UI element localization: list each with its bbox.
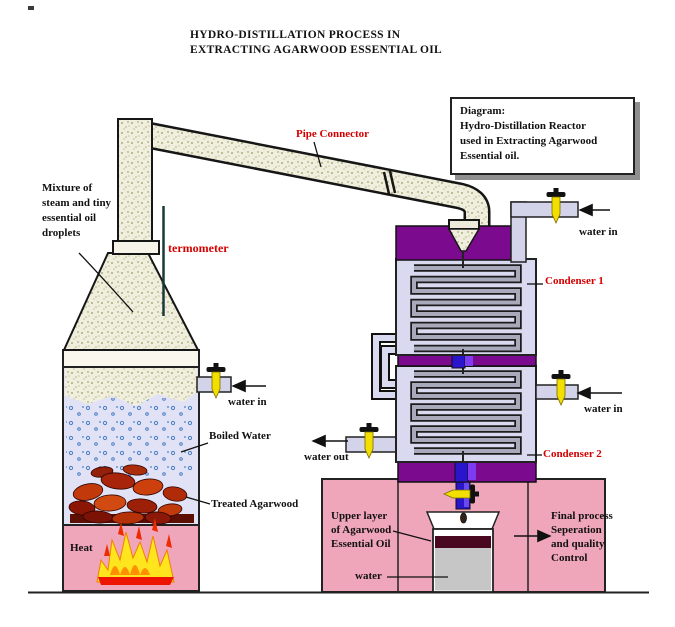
steam-cloud xyxy=(65,367,197,406)
flames-icon xyxy=(96,518,175,585)
label-final-process: Final process Seperation and quality Con… xyxy=(551,510,613,564)
label-mixture: Mixture of steam and tiny essential oil … xyxy=(42,182,112,239)
label-pipe-connector: Pipe Connector xyxy=(296,128,370,140)
pointer-lines xyxy=(78,141,543,578)
label-thermometer: termometer xyxy=(168,241,229,255)
condenser-bypass-pipes xyxy=(371,333,400,400)
label-water-beaker: water xyxy=(355,570,382,582)
still-cone xyxy=(62,252,200,351)
condenser-2 xyxy=(395,365,537,463)
diagram-info-box: Diagram: Hydro-Distillation Reactor used… xyxy=(450,97,635,175)
neck-collar xyxy=(112,240,160,255)
still-vessel xyxy=(62,206,232,592)
page-title: HYDRO-DISTILLATION PROCESS IN EXTRACTING… xyxy=(190,29,443,56)
still-shoulder-band xyxy=(62,349,200,368)
label-water-in-condenser2: water in xyxy=(584,403,623,415)
oil-droplet xyxy=(460,512,467,524)
label-heat: Heat xyxy=(70,542,93,554)
label-upper-layer: Upper layer of Agarwood Essential Oil xyxy=(331,510,392,550)
essential-oil-layer xyxy=(435,536,491,548)
boiling-water xyxy=(66,398,196,476)
label-condenser2: Condenser 2 xyxy=(543,448,602,460)
label-water-in-condenser1: water in xyxy=(579,226,618,238)
label-condenser1: Condenser 1 xyxy=(545,275,604,287)
label-boiled-water: Boiled Water xyxy=(209,430,271,442)
label-water-out: water out xyxy=(304,451,349,463)
still-neck-pipe xyxy=(117,118,153,244)
condenser-1 xyxy=(395,258,537,356)
scan-artifact xyxy=(28,6,34,10)
label-water-in-left: water in xyxy=(228,396,267,408)
condenser1-water-in-pipe xyxy=(510,201,579,218)
treated-agarwood-chunks xyxy=(68,464,194,525)
beaker-water xyxy=(435,548,491,591)
collection-beaker xyxy=(425,511,501,593)
flow-arrows xyxy=(231,203,622,543)
inlet-funnel xyxy=(447,219,481,268)
pipe-connector xyxy=(134,119,491,226)
condenser-tower xyxy=(321,187,606,593)
pipe-coupling xyxy=(382,170,397,195)
label-treated-agarwood: Treated Agarwood xyxy=(211,498,299,510)
